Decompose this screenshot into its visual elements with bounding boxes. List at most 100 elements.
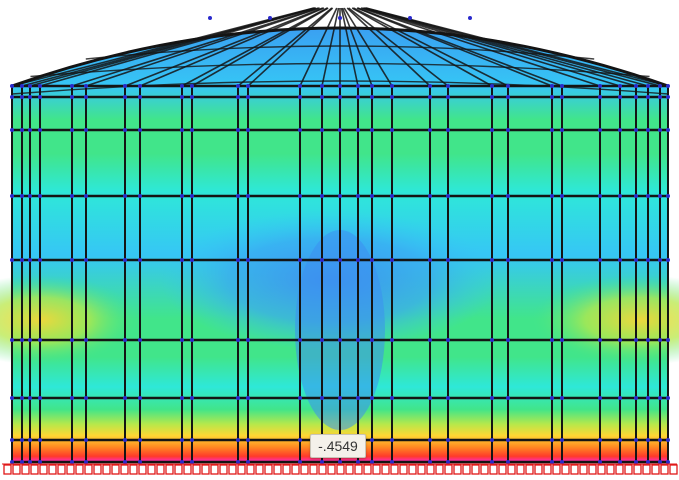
joint-node-icon[interactable]	[506, 338, 510, 342]
joint-node-icon[interactable]	[370, 95, 374, 99]
pin-support-icon[interactable]	[669, 464, 678, 475]
joint-node-icon[interactable]	[20, 396, 24, 400]
pin-support-icon[interactable]	[39, 464, 48, 475]
joint-node-icon[interactable]	[320, 258, 324, 262]
joint-node-icon[interactable]	[370, 396, 374, 400]
pin-support-icon[interactable]	[21, 464, 30, 475]
pin-support-icon[interactable]	[399, 464, 408, 475]
pin-support-icon[interactable]	[633, 464, 642, 475]
pin-support-icon[interactable]	[354, 464, 363, 475]
joint-node-icon[interactable]	[246, 194, 250, 198]
joint-node-icon[interactable]	[666, 438, 670, 442]
joint-node-icon[interactable]	[84, 338, 88, 342]
joint-node-icon[interactable]	[70, 258, 74, 262]
joint-node-icon[interactable]	[28, 460, 32, 464]
joint-node-icon[interactable]	[138, 338, 142, 342]
joint-node-icon[interactable]	[298, 258, 302, 262]
pin-support-icon[interactable]	[327, 464, 336, 475]
joint-node-icon[interactable]	[246, 128, 250, 132]
joint-node-icon[interactable]	[598, 460, 602, 464]
joint-node-icon[interactable]	[666, 128, 670, 132]
joint-node-icon[interactable]	[550, 128, 554, 132]
roof-rib[interactable]	[362, 7, 621, 87]
joint-node-icon[interactable]	[618, 396, 622, 400]
pin-support-icon[interactable]	[165, 464, 174, 475]
joint-node-icon[interactable]	[550, 438, 554, 442]
joint-node-icon[interactable]	[338, 258, 342, 262]
joint-node-icon[interactable]	[190, 338, 194, 342]
joint-node-icon[interactable]	[180, 95, 184, 99]
joint-node-icon[interactable]	[70, 95, 74, 99]
joint-node-icon[interactable]	[320, 396, 324, 400]
joint-node-icon[interactable]	[28, 396, 32, 400]
joint-node-icon[interactable]	[28, 128, 32, 132]
joint-node-icon[interactable]	[138, 95, 142, 99]
roof-rib[interactable]	[39, 7, 317, 87]
pin-support-icon[interactable]	[84, 464, 93, 475]
roof-ring[interactable]	[11, 80, 669, 95]
joint-node-icon[interactable]	[634, 460, 638, 464]
joint-node-icon[interactable]	[10, 460, 14, 464]
pin-support-icon[interactable]	[48, 464, 57, 475]
joint-node-icon[interactable]	[356, 194, 360, 198]
pin-support-icon[interactable]	[642, 464, 651, 475]
roof-rib[interactable]	[366, 7, 669, 87]
joint-node-icon[interactable]	[338, 338, 342, 342]
pin-support-icon[interactable]	[408, 464, 417, 475]
joint-node-icon[interactable]	[70, 338, 74, 342]
joint-node-icon[interactable]	[560, 194, 564, 198]
joint-node-icon[interactable]	[123, 438, 127, 442]
pin-support-icon[interactable]	[246, 464, 255, 475]
joint-node-icon[interactable]	[356, 396, 360, 400]
joint-node-icon[interactable]	[20, 194, 24, 198]
roof-rib[interactable]	[343, 7, 393, 87]
joint-node-icon[interactable]	[70, 460, 74, 464]
joint-node-icon[interactable]	[646, 194, 650, 198]
roof-rib[interactable]	[357, 7, 563, 87]
pin-support-icon[interactable]	[489, 464, 498, 475]
joint-node-icon[interactable]	[138, 194, 142, 198]
joint-node-icon[interactable]	[70, 128, 74, 132]
pin-support-icon[interactable]	[219, 464, 228, 475]
joint-node-icon[interactable]	[506, 438, 510, 442]
joint-node-icon[interactable]	[190, 128, 194, 132]
joint-node-icon[interactable]	[618, 438, 622, 442]
joint-node-icon[interactable]	[28, 258, 32, 262]
joint-node-icon[interactable]	[320, 338, 324, 342]
joint-node-icon[interactable]	[446, 460, 450, 464]
joint-node-icon[interactable]	[10, 128, 14, 132]
joint-node-icon[interactable]	[38, 396, 42, 400]
joint-node-icon[interactable]	[246, 438, 250, 442]
pin-support-icon[interactable]	[507, 464, 516, 475]
roof-rib[interactable]	[139, 7, 325, 87]
joint-node-icon[interactable]	[338, 95, 342, 99]
joint-node-icon[interactable]	[666, 460, 670, 464]
pin-support-icon[interactable]	[435, 464, 444, 475]
joint-node-icon[interactable]	[490, 95, 494, 99]
joint-node-icon[interactable]	[84, 128, 88, 132]
joint-node-icon[interactable]	[138, 84, 142, 88]
pin-support-icon[interactable]	[147, 464, 156, 475]
joint-node-icon[interactable]	[598, 258, 602, 262]
joint-node-icon[interactable]	[390, 338, 394, 342]
pin-support-icon[interactable]	[12, 464, 21, 475]
joint-node-icon[interactable]	[38, 84, 42, 88]
joint-node-icon[interactable]	[84, 194, 88, 198]
joint-node-icon[interactable]	[506, 258, 510, 262]
joint-node-icon[interactable]	[20, 84, 24, 88]
joint-node-icon[interactable]	[28, 438, 32, 442]
joint-node-icon[interactable]	[180, 128, 184, 132]
joint-node-icon[interactable]	[618, 84, 622, 88]
pin-support-icon[interactable]	[228, 464, 237, 475]
joint-node-icon[interactable]	[123, 95, 127, 99]
joint-node-icon[interactable]	[646, 438, 650, 442]
pin-support-icon[interactable]	[615, 464, 624, 475]
joint-node-icon[interactable]	[84, 460, 88, 464]
pin-support-icon[interactable]	[138, 464, 147, 475]
joint-node-icon[interactable]	[10, 194, 14, 198]
pin-support-icon[interactable]	[480, 464, 489, 475]
joint-node-icon[interactable]	[560, 128, 564, 132]
joint-node-icon[interactable]	[390, 460, 394, 464]
joint-node-icon[interactable]	[28, 95, 32, 99]
pin-support-icon[interactable]	[345, 464, 354, 475]
